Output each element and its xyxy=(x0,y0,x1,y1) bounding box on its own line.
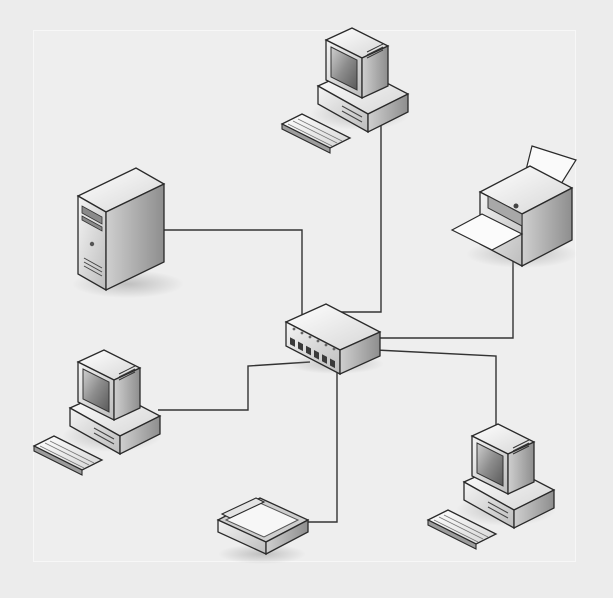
cable-hub-scanner xyxy=(298,370,338,523)
workstation-top-icon xyxy=(281,27,411,154)
server-icon xyxy=(72,167,184,298)
printer-icon xyxy=(450,145,578,268)
cable-hub-workstation-top xyxy=(332,120,382,313)
workstation-left-icon xyxy=(33,349,163,476)
cable-layer xyxy=(158,120,514,523)
cable-hub-workstation-right xyxy=(375,349,497,432)
cable-hub-printer xyxy=(378,258,514,339)
scanner-icon xyxy=(216,497,310,564)
workstation-right-icon xyxy=(427,423,557,550)
cable-hub-workstation-left xyxy=(158,361,311,411)
cable-hub-server xyxy=(160,229,303,318)
network-hub-icon xyxy=(284,303,384,376)
